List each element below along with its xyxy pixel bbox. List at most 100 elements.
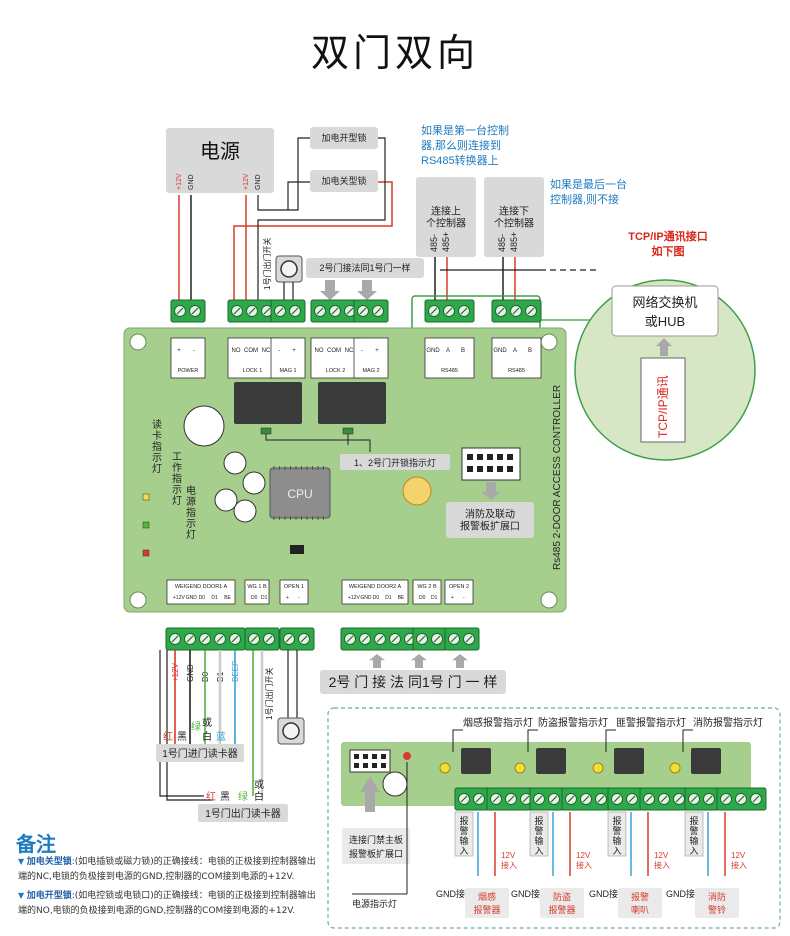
door2-bottom-arrow-3	[452, 654, 468, 668]
top-terminal-name: MAG 2	[362, 368, 379, 374]
reader2-terminal-screw-slot	[346, 635, 354, 643]
alarm-12v-label: 12V	[576, 851, 591, 860]
reader2-terminal-screw-slot	[406, 635, 414, 643]
alarm-connector-text-1: 连接门禁主板	[349, 834, 403, 845]
alarm-header-pin	[363, 754, 368, 759]
lock2-terminal-screw-slot	[316, 307, 324, 315]
note-fail-safe-bold: 加电关型锁	[26, 857, 72, 867]
svg-text:指: 指	[186, 506, 196, 519]
bottom-header-5	[444, 579, 474, 605]
wg1b-terminal-screw-slot	[250, 635, 258, 643]
notes-title: 备注	[16, 832, 56, 856]
lock-led-label-box	[340, 454, 450, 470]
alarm-gnd-label: GND接入	[436, 888, 474, 899]
expansion-arrow	[481, 482, 501, 500]
mount-hole	[540, 591, 558, 609]
exit-switch-vertical-label: 1号门出门开关	[264, 668, 274, 720]
alarm-led	[514, 762, 526, 774]
alarm-device-text-2: 警铃	[708, 904, 726, 915]
bottom-terminal-name: WEIGEND DOOR2 A	[349, 584, 402, 590]
fail-safe-lock-box	[310, 170, 378, 192]
svg-text:读: 读	[152, 418, 162, 431]
alarm-input-terminal-screw-slot	[613, 795, 621, 803]
alarm-header-pin	[363, 763, 368, 768]
rs485-lower-box-text: 个控制器	[494, 217, 534, 230]
svg-text:卡: 卡	[152, 429, 162, 442]
svg-text:输: 输	[612, 835, 621, 846]
svg-text:警: 警	[689, 825, 698, 836]
alarm-12v-label: 12V	[501, 851, 516, 860]
expansion-pin	[487, 466, 493, 472]
exit-button-1-label: 1号门出门开关	[262, 238, 272, 290]
rs485-upper-terminal-screw-slot	[460, 307, 468, 315]
svg-text:工: 工	[172, 452, 182, 463]
reader-in-color-black: 黑	[177, 731, 187, 743]
bottom-pin-label: GND	[186, 595, 198, 601]
bottom-pin-label: -	[298, 595, 300, 601]
svg-text:电: 电	[186, 484, 196, 497]
door2-same-note	[306, 258, 424, 278]
expansion-label-box-text: 报警板扩展口	[460, 520, 520, 533]
rs485-upper-terminal-screw-slot	[430, 307, 438, 315]
exit-button-bottom-cap	[282, 722, 300, 740]
bottom-pin-label: D0	[419, 595, 426, 601]
top-pin-label: -	[361, 348, 363, 354]
top-terminal-name: MAG 1	[279, 368, 296, 374]
svg-text:警: 警	[534, 825, 543, 836]
door2-arrow-1	[320, 280, 340, 300]
alarm-output-terminal-screw-slot	[492, 795, 500, 803]
open2-terminal-screw-slot	[450, 635, 458, 643]
expansion-pin	[477, 466, 483, 472]
top-terminal-name: POWER	[178, 368, 199, 374]
lock-black-wire-1	[257, 137, 310, 211]
alarm-relay	[614, 748, 644, 774]
mount-hole	[129, 333, 147, 351]
bottom-header-3	[341, 579, 409, 605]
alarm-12v-label-2: 接入	[501, 860, 517, 870]
alarm-12v-label: 12V	[731, 851, 746, 860]
alarm-output-terminal-screw-slot	[645, 795, 653, 803]
bottom-terminal-name: WG 2 B	[417, 584, 437, 590]
top-pin-label: NO	[315, 348, 324, 354]
alarm-device-box	[695, 888, 739, 918]
mag2-terminal-screw-slot	[374, 307, 382, 315]
top-pin-label: NO	[232, 348, 241, 354]
tcp-port	[640, 357, 686, 443]
bottom-pin-label: GND	[360, 595, 372, 601]
capacitor-1	[223, 451, 247, 475]
alarm-input-box	[529, 811, 549, 857]
rs485-lower-terminal-screw-slot	[512, 307, 520, 315]
door2-bottom-arrow-2	[411, 654, 427, 668]
lock-led-1	[260, 427, 272, 435]
alarm-input-terminal-screw-slot	[550, 795, 558, 803]
alarm-device-text-1: 防盗	[553, 891, 571, 902]
door2-arrow-2	[357, 280, 377, 300]
svg-text:报: 报	[534, 815, 543, 826]
svg-text:示: 示	[186, 519, 196, 530]
bottom-pin-label: D1	[261, 595, 268, 601]
alarm-device-box	[618, 888, 662, 918]
fail-safe-lock-box-text: 加电关型锁	[321, 175, 366, 186]
alarm-output-terminal-screw-slot	[737, 795, 745, 803]
bottom-pin-label: D1	[431, 595, 438, 601]
top-header-4	[353, 337, 389, 379]
rs485-last-note: 如果是最后一台	[550, 177, 627, 191]
power-label: 电源	[200, 140, 240, 163]
power-pin-gnd-1: GND	[188, 174, 195, 190]
power-pin-12v-1: +12V	[176, 173, 183, 190]
expansion-pin	[507, 466, 513, 472]
reader1-terminal-screw-slot	[171, 635, 179, 643]
power-pin-gnd-2: GND	[255, 174, 262, 190]
reader-in-box	[156, 744, 244, 762]
rs485-upper-box-text: 连接上	[431, 205, 461, 218]
alarm-indicator-label: 防盗报警指示灯	[538, 716, 608, 729]
bottom-pin-label: +12V	[348, 595, 360, 601]
expansion-header	[461, 447, 521, 481]
bottom-pin-label: +	[451, 595, 454, 601]
open1-terminal-screw-slot	[300, 635, 308, 643]
alarm-input-terminal-screw-slot	[690, 795, 698, 803]
reader-out-wire-b	[159, 650, 204, 797]
